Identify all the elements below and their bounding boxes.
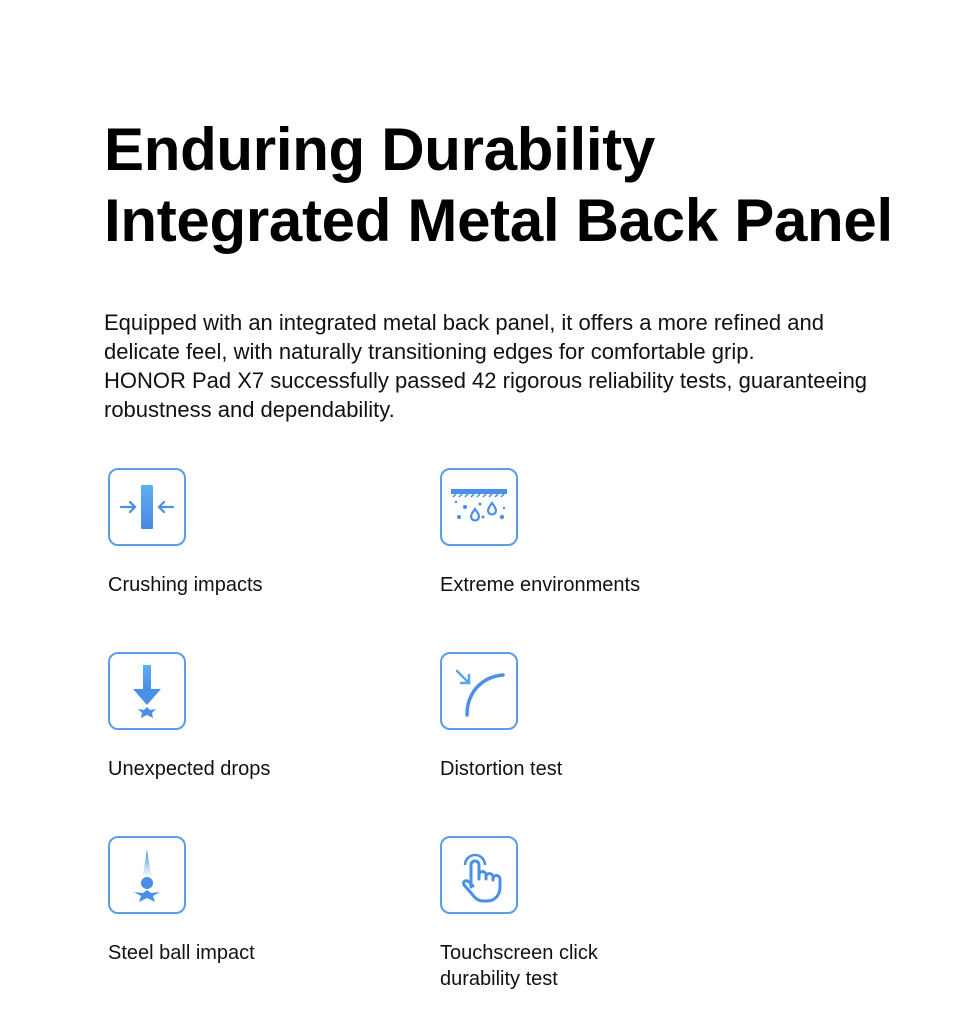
test-item-extreme-env: Extreme environments bbox=[440, 468, 740, 598]
test-label: Extreme environments bbox=[440, 574, 641, 596]
description-line: robustness and dependability. bbox=[104, 397, 395, 422]
description-line: HONOR Pad X7 successfully passed 42 rigo… bbox=[104, 368, 868, 393]
test-label-line: durability test bbox=[440, 968, 558, 990]
steel-ball-icon bbox=[108, 836, 186, 914]
title-line-2: Integrated Metal Back Panel bbox=[104, 187, 893, 254]
test-item-crushing: Crushing impacts bbox=[108, 468, 408, 598]
page-title: Enduring Durability Integrated Metal Bac… bbox=[104, 114, 893, 256]
test-label: Touchscreen click durability test bbox=[440, 940, 740, 992]
test-item-steel-ball: Steel ball impact bbox=[108, 836, 408, 966]
test-item-distortion: Distortion test bbox=[440, 652, 740, 782]
bend-curve-icon bbox=[440, 652, 518, 730]
test-label: Distortion test bbox=[440, 758, 563, 780]
test-item-touchscreen: Touchscreen click durability test bbox=[440, 836, 740, 992]
description-line: delicate feel, with naturally transition… bbox=[104, 339, 755, 364]
test-item-drops: Unexpected drops bbox=[108, 652, 408, 782]
test-label: Crushing impacts bbox=[108, 574, 263, 596]
description: Equipped with an integrated metal back p… bbox=[104, 308, 867, 424]
description-line: Equipped with an integrated metal back p… bbox=[104, 310, 824, 335]
title-line-1: Enduring Durability bbox=[104, 116, 655, 183]
test-label: Steel ball impact bbox=[108, 942, 255, 964]
compression-icon bbox=[108, 468, 186, 546]
test-label-line: Touchscreen click bbox=[440, 942, 598, 964]
weather-drops-icon bbox=[440, 468, 518, 546]
test-label: Unexpected drops bbox=[108, 758, 271, 780]
touch-hand-icon bbox=[440, 836, 518, 914]
drop-arrow-icon bbox=[108, 652, 186, 730]
